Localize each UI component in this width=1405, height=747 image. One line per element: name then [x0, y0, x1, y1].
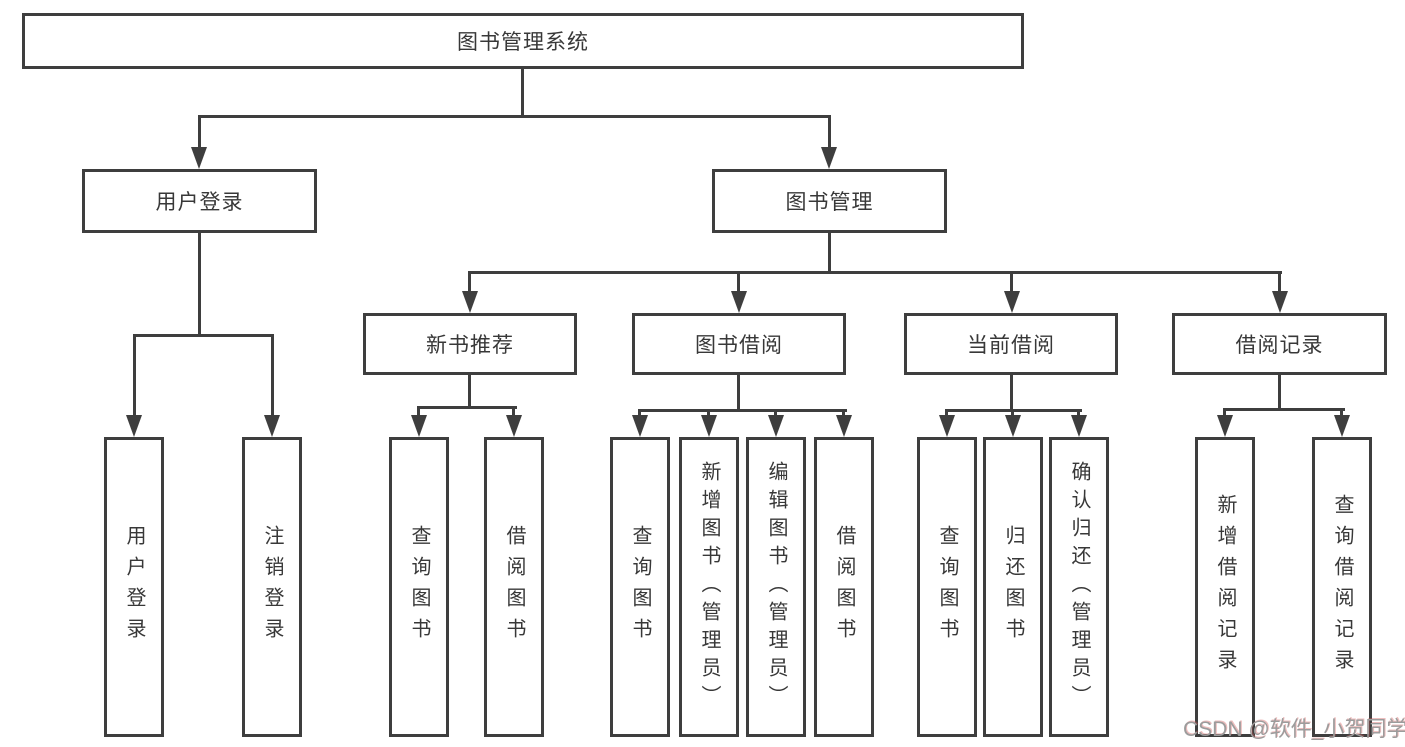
node-label: 查询图书 — [629, 525, 651, 649]
arrowhead-down-icon — [768, 415, 784, 437]
node-query-books-borrow: 查询图书 — [610, 437, 670, 737]
node-label: 查询图书 — [936, 525, 958, 649]
connector-line — [1223, 408, 1226, 419]
connector-line — [468, 271, 471, 294]
connector-line — [774, 409, 777, 419]
node-label: 确认归还（管理员） — [1068, 461, 1090, 713]
connector-line — [468, 271, 1282, 274]
connector-line — [1077, 409, 1080, 419]
node-library-management-system: 图书管理系统 — [22, 13, 1024, 69]
connector-line — [271, 334, 274, 419]
arrowhead-down-icon — [411, 415, 427, 437]
connector-line — [1011, 409, 1014, 419]
connector-line — [1278, 372, 1281, 411]
arrowhead-down-icon — [939, 415, 955, 437]
node-current-borrowing: 当前借阅 — [904, 313, 1118, 375]
arrowhead-down-icon — [1217, 415, 1233, 437]
arrowhead-down-icon — [126, 415, 142, 437]
connector-line — [945, 409, 948, 419]
node-label: 借阅图书 — [503, 525, 525, 649]
node-label: 新增图书（管理员） — [698, 461, 720, 713]
connector-line — [707, 409, 710, 419]
arrowhead-down-icon — [191, 147, 207, 169]
connector-line — [638, 409, 847, 412]
node-label: 归还图书 — [1002, 525, 1024, 649]
arrowhead-down-icon — [1272, 291, 1288, 313]
connector-line — [468, 373, 471, 409]
connector-line — [737, 373, 740, 412]
node-add-borrow-record: 新增借阅记录 — [1195, 437, 1255, 737]
node-user-login-action: 用户登录 — [104, 437, 164, 737]
connector-line — [1340, 408, 1343, 419]
arrowhead-down-icon — [462, 291, 478, 313]
arrowhead-down-icon — [506, 415, 522, 437]
node-label: 用户登录 — [123, 525, 145, 649]
node-query-books-recommend: 查询图书 — [389, 437, 449, 737]
arrowhead-down-icon — [1334, 415, 1350, 437]
node-user-login-module: 用户登录 — [82, 169, 317, 233]
node-borrow-books-action: 借阅图书 — [814, 437, 874, 737]
connector-line — [1223, 408, 1345, 411]
arrowhead-down-icon — [836, 415, 852, 437]
node-label: 查询借阅记录 — [1331, 494, 1353, 680]
arrowhead-down-icon — [1004, 291, 1020, 313]
connector-line — [512, 406, 515, 418]
arrowhead-down-icon — [632, 415, 648, 437]
arrowhead-down-icon — [1005, 415, 1021, 437]
connector-line — [521, 68, 524, 118]
node-label: 新增借阅记录 — [1214, 494, 1236, 680]
connector-line — [198, 232, 201, 337]
arrowhead-down-icon — [701, 415, 717, 437]
node-confirm-return-admin: 确认归还（管理员） — [1049, 437, 1109, 737]
connector-line — [842, 409, 845, 419]
connector-line — [828, 115, 831, 151]
node-logout-action: 注销登录 — [242, 437, 302, 737]
node-book-management-module: 图书管理 — [712, 169, 947, 233]
arrowhead-down-icon — [264, 415, 280, 437]
node-edit-books-admin: 编辑图书（管理员） — [746, 437, 806, 737]
arrowhead-down-icon — [1071, 415, 1087, 437]
node-label: 借阅图书 — [833, 525, 855, 649]
connector-line — [1010, 373, 1013, 412]
connector-line — [198, 115, 201, 151]
node-label: 查询图书 — [408, 525, 430, 649]
node-borrowing-records: 借阅记录 — [1172, 313, 1387, 375]
connector-line — [828, 232, 831, 274]
node-label: 注销登录 — [261, 525, 283, 649]
connector-line — [417, 406, 420, 418]
connector-line — [737, 271, 740, 294]
arrowhead-down-icon — [821, 147, 837, 169]
node-query-borrow-record: 查询借阅记录 — [1312, 437, 1372, 737]
connector-line — [198, 115, 831, 118]
connector-line — [417, 406, 517, 409]
csdn-watermark: CSDN @软件_小贺同学 — [1183, 718, 1405, 741]
connector-line — [1010, 271, 1013, 294]
connector-line — [638, 409, 641, 419]
node-new-book-recommend: 新书推荐 — [363, 313, 577, 375]
connector-line — [133, 334, 274, 337]
connector-line — [133, 334, 136, 419]
node-query-books-current: 查询图书 — [917, 437, 977, 737]
connector-line — [1278, 271, 1281, 294]
node-add-books-admin: 新增图书（管理员） — [679, 437, 739, 737]
node-label: 编辑图书（管理员） — [765, 461, 787, 713]
arrowhead-down-icon — [731, 291, 747, 313]
node-return-books: 归还图书 — [983, 437, 1043, 737]
node-book-borrowing: 图书借阅 — [632, 313, 846, 375]
node-borrow-books-recommend: 借阅图书 — [484, 437, 544, 737]
